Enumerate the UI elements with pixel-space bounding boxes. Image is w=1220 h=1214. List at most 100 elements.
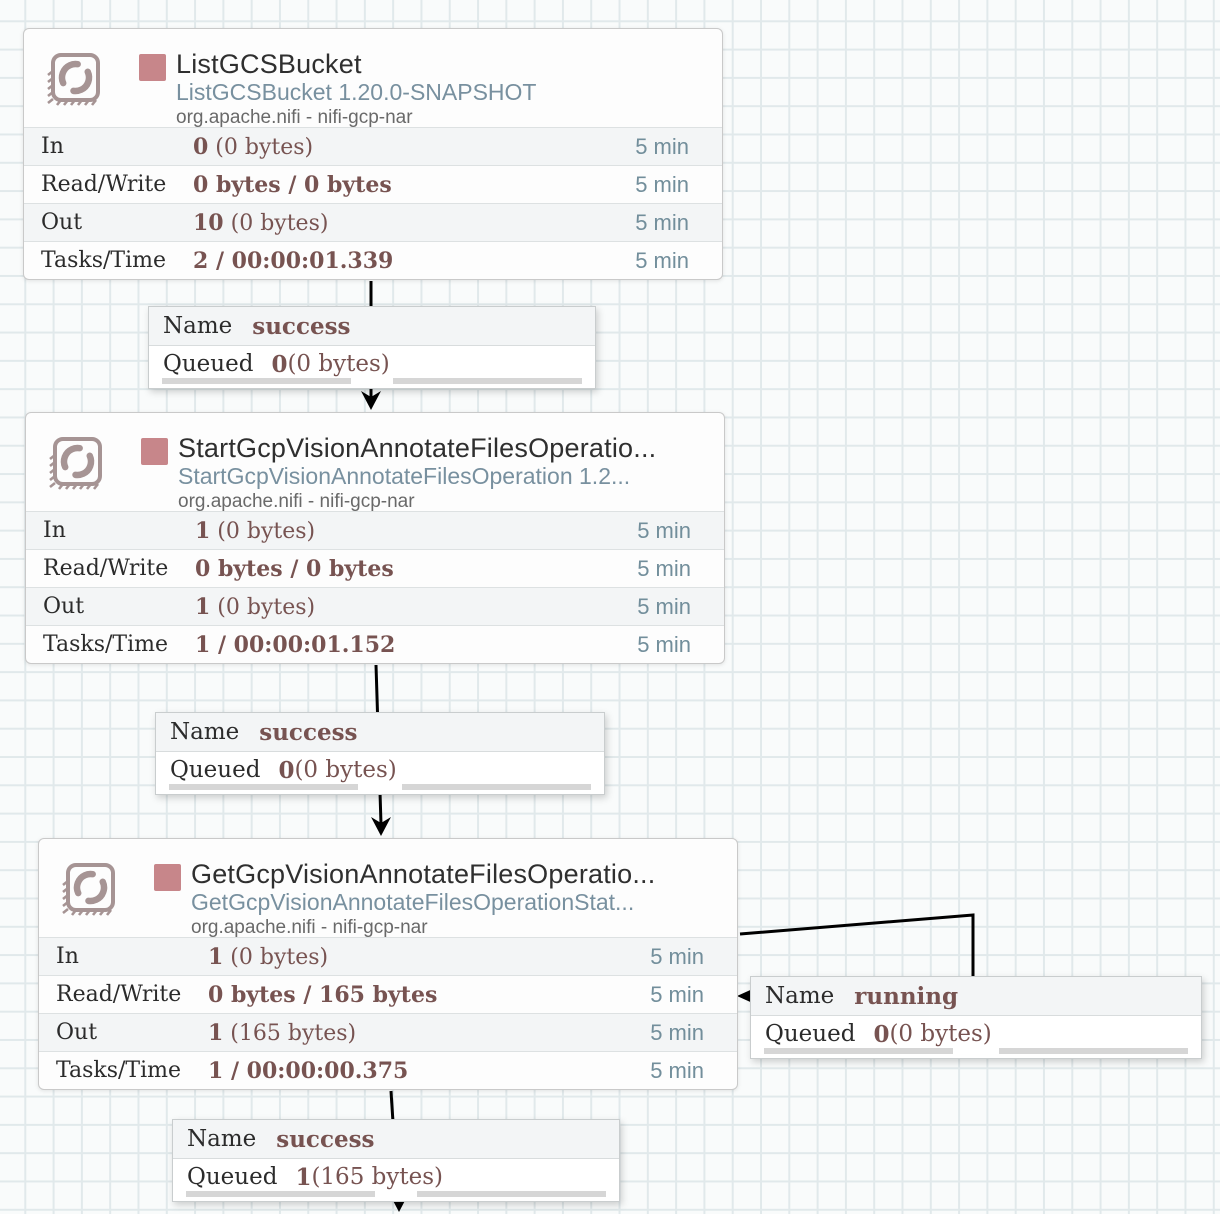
stat-row-tasks: Tasks/Time 2 / 00:00:01.339 5 min (24, 241, 722, 279)
connection-queued-row: Queued 0 (0 bytes) (149, 346, 595, 388)
stat-window: 5 min (650, 943, 704, 969)
queue-size-bar (999, 1048, 1188, 1054)
stat-window: 5 min (637, 593, 691, 619)
stat-window: 5 min (650, 1057, 704, 1083)
processor-chip-icon (47, 53, 100, 106)
queue-count-bar (764, 1048, 953, 1054)
connection-queued-row: Queued 0 (0 bytes) (156, 752, 604, 794)
queued-size: (0 bytes) (294, 757, 397, 783)
stat-window: 5 min (637, 517, 691, 543)
connection-line-running[interactable] (739, 913, 975, 978)
stat-row-tasks: Tasks/Time 1 / 00:00:01.152 5 min (26, 625, 724, 663)
relationship-name: success (259, 718, 358, 746)
stat-value: 1 / 00:00:00.375 (208, 1057, 409, 1084)
relationship-name: success (252, 312, 351, 340)
relationship-name: success (276, 1125, 375, 1153)
relationship-name: running (854, 982, 959, 1010)
stat-row-in: In 1 (0 bytes) 5 min (39, 937, 737, 975)
stat-row-out: Out 1 (0 bytes) 5 min (26, 587, 724, 625)
stat-label: Read/Write (43, 556, 169, 581)
stopped-status-icon (154, 864, 181, 891)
name-label: Name (170, 719, 240, 745)
queued-size: (0 bytes) (287, 351, 390, 377)
stat-value: 0 bytes / 0 bytes (193, 171, 392, 198)
queued-label: Queued (163, 351, 254, 377)
stat-value: 10 (0 bytes) (193, 209, 329, 236)
processor-chip-icon (62, 863, 115, 916)
queued-label: Queued (765, 1021, 856, 1047)
stat-row-readwrite: Read/Write 0 bytes / 0 bytes 5 min (26, 549, 724, 587)
name-label: Name (163, 313, 233, 339)
connection-label-running[interactable]: Name running Queued 0 (0 bytes) (750, 976, 1202, 1059)
stat-row-in: In 1 (0 bytes) 5 min (26, 511, 724, 549)
processor-bundle: org.apache.nifi - nifi-gcp-nar (178, 491, 415, 512)
queue-size-bar (393, 378, 582, 384)
stat-value: 2 / 00:00:01.339 (193, 247, 394, 274)
processor-header: StartGcpVisionAnnotateFilesOperatio... S… (26, 413, 724, 512)
processor-header: ListGCSBucket ListGCSBucket 1.20.0-SNAPS… (24, 29, 722, 128)
stat-row-readwrite: Read/Write 0 bytes / 165 bytes 5 min (39, 975, 737, 1013)
connection-arrowhead (361, 391, 381, 410)
connection-name-row: Name success (149, 307, 595, 346)
stat-window: 5 min (637, 631, 691, 657)
stat-row-out: Out 1 (165 bytes) 5 min (39, 1013, 737, 1051)
processor-name: ListGCSBucket (176, 49, 362, 79)
stat-value: 1 (165 bytes) (208, 1019, 357, 1046)
processor-getgcpvisionannotatefilesoperationstatus[interactable]: GetGcpVisionAnnotateFilesOperatio... Get… (38, 838, 738, 1090)
stopped-status-icon (139, 54, 166, 81)
queued-size: (165 bytes) (311, 1164, 443, 1190)
processor-listgcsbucket[interactable]: ListGCSBucket ListGCSBucket 1.20.0-SNAPS… (23, 28, 723, 280)
processor-type-version: GetGcpVisionAnnotateFilesOperationStat..… (191, 889, 635, 915)
queued-count: 0 (278, 756, 295, 784)
queued-size: (0 bytes) (889, 1021, 992, 1047)
processor-startgcpvisionannotatefilesoperation[interactable]: StartGcpVisionAnnotateFilesOperatio... S… (25, 412, 725, 664)
queued-count: 0 (873, 1020, 890, 1048)
stat-label: Read/Write (41, 172, 167, 197)
processor-bundle: org.apache.nifi - nifi-gcp-nar (176, 107, 413, 128)
stat-row-tasks: Tasks/Time 1 / 00:00:00.375 5 min (39, 1051, 737, 1089)
stat-value: 0 bytes / 165 bytes (208, 981, 438, 1008)
processor-type-version: StartGcpVisionAnnotateFilesOperation 1.2… (178, 463, 631, 489)
stat-window: 5 min (637, 555, 691, 581)
processor-header: GetGcpVisionAnnotateFilesOperatio... Get… (39, 839, 737, 938)
stat-value: 0 bytes / 0 bytes (195, 555, 394, 582)
stat-window: 5 min (635, 133, 689, 159)
connection-label-success-2[interactable]: Name success Queued 0 (0 bytes) (155, 712, 605, 795)
stat-label: In (41, 134, 64, 159)
stat-label: In (43, 518, 66, 543)
connection-queued-row: Queued 0 (0 bytes) (751, 1016, 1201, 1058)
queued-label: Queued (187, 1164, 278, 1190)
stat-label: Tasks/Time (41, 248, 166, 273)
stat-label: Out (56, 1020, 98, 1045)
stopped-status-icon (141, 438, 168, 465)
queued-count: 0 (271, 350, 288, 378)
name-label: Name (765, 983, 835, 1009)
queue-count-bar (186, 1191, 375, 1197)
stat-value: 1 / 00:00:01.152 (195, 631, 396, 658)
processor-chip-icon (49, 437, 102, 490)
stat-value: 1 (0 bytes) (195, 517, 316, 544)
stat-value: 0 (0 bytes) (193, 133, 314, 160)
queued-count: 1 (295, 1163, 312, 1191)
processor-bundle: org.apache.nifi - nifi-gcp-nar (191, 917, 428, 938)
stat-row-out: Out 10 (0 bytes) 5 min (24, 203, 722, 241)
stat-label: Out (41, 210, 83, 235)
queue-size-bar (417, 1191, 606, 1197)
stat-row-in: In 0 (0 bytes) 5 min (24, 127, 722, 165)
name-label: Name (187, 1126, 257, 1152)
connection-name-row: Name success (156, 713, 604, 752)
connection-label-success-1[interactable]: Name success Queued 0 (0 bytes) (148, 306, 596, 389)
stat-value: 1 (0 bytes) (195, 593, 316, 620)
stat-window: 5 min (635, 171, 689, 197)
stat-label: Out (43, 594, 85, 619)
processor-type-version: ListGCSBucket 1.20.0-SNAPSHOT (176, 79, 537, 105)
stat-window: 5 min (650, 981, 704, 1007)
stat-label: Tasks/Time (43, 632, 168, 657)
connection-name-row: Name success (173, 1120, 619, 1159)
queue-count-bar (162, 378, 351, 384)
stat-value: 1 (0 bytes) (208, 943, 329, 970)
connection-label-success-3[interactable]: Name success Queued 1 (165 bytes) (172, 1119, 620, 1202)
queue-size-bar (402, 784, 591, 790)
connection-arrowhead (371, 817, 391, 836)
